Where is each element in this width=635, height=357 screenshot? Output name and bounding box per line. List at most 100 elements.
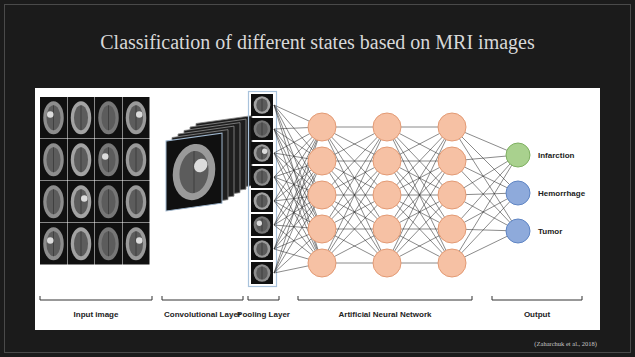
- hidden-neuron: [308, 147, 336, 175]
- brain-outline: [71, 185, 92, 218]
- brain-outline: [254, 96, 271, 114]
- brain-midline: [262, 98, 263, 111]
- hidden-neuron: [438, 215, 466, 243]
- mri-frame: [40, 223, 67, 265]
- hidden-neuron: [373, 249, 401, 277]
- section-label: Input image: [74, 310, 119, 319]
- brain-inner: [46, 231, 60, 256]
- conv-stack: [166, 116, 252, 211]
- brain-midline: [81, 189, 82, 214]
- mri-frame: [40, 139, 67, 181]
- brain-outline: [98, 143, 119, 176]
- brain-inner: [129, 231, 143, 256]
- section-bracket: [492, 296, 582, 300]
- hidden-neuron: [438, 147, 466, 175]
- mri-frame: [123, 139, 150, 181]
- brain-midline: [262, 242, 263, 255]
- brain-outline: [43, 185, 64, 218]
- brain-outline: [71, 143, 92, 176]
- brain-inner: [256, 98, 267, 111]
- section-label: Output: [524, 310, 550, 319]
- hidden-neuron: [308, 249, 336, 277]
- pooled-map: [251, 262, 273, 284]
- pooled-map: [251, 142, 273, 164]
- section-bracket: [162, 296, 243, 300]
- brain-inner: [256, 194, 267, 207]
- output-neuron: Infarction: [505, 142, 574, 168]
- mri-slice: [123, 97, 150, 139]
- mri-frame: [251, 118, 273, 140]
- mri-frame: [251, 238, 273, 260]
- brain-midline: [262, 170, 263, 183]
- mri-frame: [166, 133, 222, 211]
- brain-inner: [129, 105, 143, 130]
- pool-column: [249, 92, 277, 287]
- mri-slice: [123, 139, 150, 181]
- hidden-neuron: [373, 181, 401, 209]
- lesion: [194, 158, 207, 173]
- brain-inner: [46, 147, 60, 172]
- wire: [322, 161, 387, 263]
- brain-outline: [254, 144, 271, 162]
- brain-inner: [129, 189, 143, 214]
- brain-inner: [256, 218, 267, 231]
- hidden-neuron: [438, 113, 466, 141]
- mri-slice: [95, 223, 122, 265]
- brain-midline: [108, 189, 109, 214]
- mri-slice: [40, 139, 67, 181]
- section-brackets: [40, 296, 582, 300]
- mri-grid: [40, 97, 150, 265]
- feature-map-border: [166, 133, 222, 211]
- brain-outline: [126, 101, 147, 134]
- lesion: [47, 237, 53, 243]
- wire: [274, 127, 322, 225]
- pooled-map: [251, 238, 273, 260]
- hidden-neuron: [373, 113, 401, 141]
- wire: [322, 127, 387, 229]
- section-label: Artificial Neural Network: [339, 310, 432, 319]
- mri-frame: [123, 223, 150, 265]
- class-label: Tumor: [538, 227, 562, 236]
- neuron-shape: [505, 180, 531, 206]
- brain-outline: [126, 227, 147, 260]
- section-bracket: [40, 296, 152, 300]
- brain-midline: [108, 147, 109, 172]
- brain-inner: [129, 147, 143, 172]
- wire: [387, 161, 452, 263]
- lesion: [257, 221, 262, 226]
- wire: [387, 161, 452, 263]
- pooled-map: [251, 118, 273, 140]
- brain-outline: [173, 141, 216, 203]
- brain-midline: [53, 147, 54, 172]
- brain-midline: [136, 231, 137, 256]
- hidden-neuron: [308, 181, 336, 209]
- mri-slice: [68, 97, 95, 139]
- lesion: [102, 153, 108, 159]
- mri-frame: [251, 190, 273, 212]
- network-wires: [274, 105, 518, 273]
- mri-frame: [251, 142, 273, 164]
- mri-frame: [68, 181, 95, 223]
- class-label: Infarction: [538, 151, 574, 160]
- wire: [452, 127, 518, 231]
- brain-inner: [74, 147, 88, 172]
- neuron-shape: [505, 218, 531, 244]
- figure-panel: [35, 88, 600, 330]
- output-neuron: Tumor: [505, 218, 562, 244]
- hidden-neuron: [373, 215, 401, 243]
- mri-frame: [68, 223, 95, 265]
- brain-midline: [53, 105, 54, 130]
- mri-frame: [68, 97, 95, 139]
- mri-frame: [95, 97, 122, 139]
- brain-outline: [254, 216, 271, 234]
- brain-inner: [256, 266, 267, 279]
- brain-midline: [262, 194, 263, 207]
- brain-inner: [74, 105, 88, 130]
- mri-frame: [95, 139, 122, 181]
- wire: [387, 127, 452, 229]
- brain-midline: [262, 122, 263, 135]
- brain-midline: [53, 189, 54, 214]
- mri-slice: [68, 181, 95, 223]
